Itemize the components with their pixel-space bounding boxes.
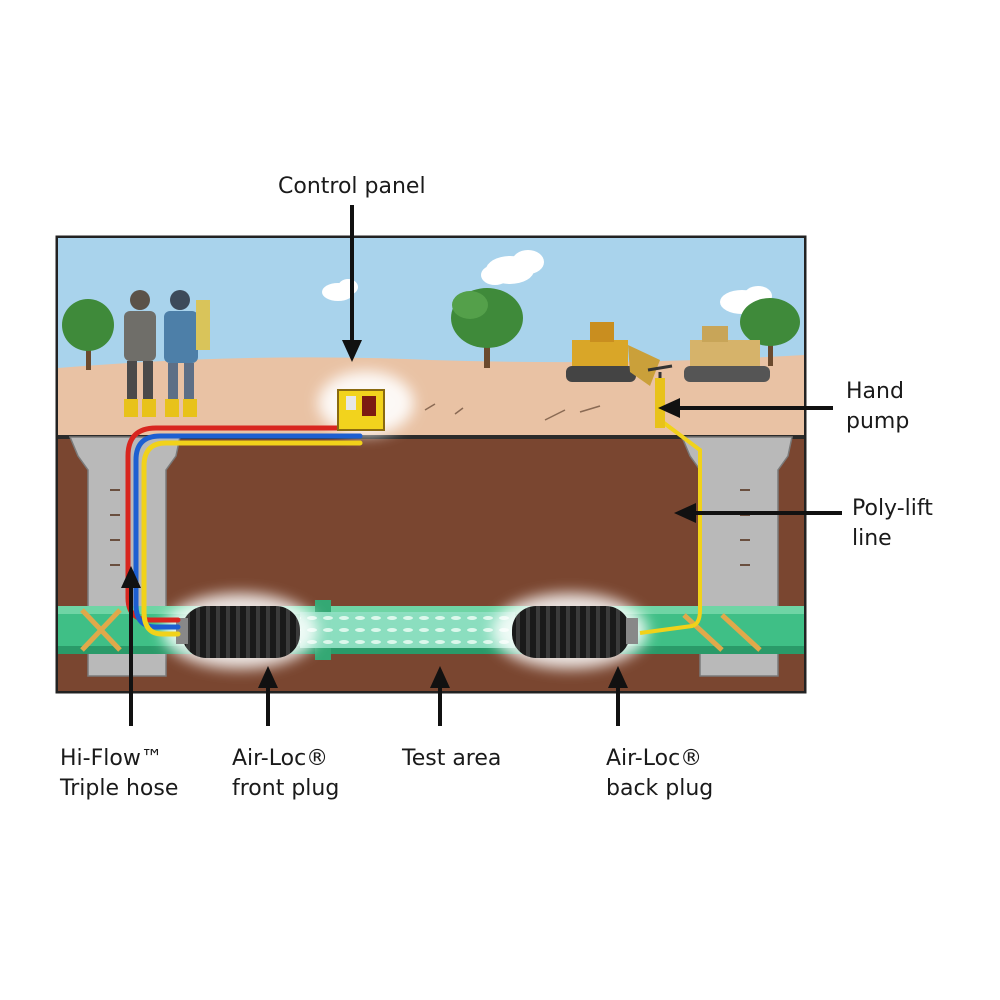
label-back-plug: Air-Loc® back plug [606,744,713,804]
arrow-icon [121,566,141,726]
debris [424,403,601,421]
rubber-plug-icon [176,606,300,658]
label-front-plug-line1: Air-Loc® [232,746,329,771]
tree-icon [740,298,800,366]
label-test-area: Test area [402,744,501,774]
label-poly-lift-line: Poly-lift line [852,494,933,554]
label-control-panel-text: Control panel [278,174,426,199]
arrow-icon [258,666,278,726]
label-hand-pump: Hand pump [846,377,909,437]
label-back-plug-line2: back plug [606,776,714,801]
arrow-icon [608,666,628,726]
label-hi-flow-line1: Hi-Flow™ [60,746,163,771]
label-hi-flow-line2: Triple hose [60,776,179,801]
label-front-plug: Air-Loc® front plug [232,744,339,804]
label-test-area-text: Test area [402,746,502,771]
control-panel-box [337,389,385,431]
label-hand-pump-line2: pump [846,409,910,434]
label-poly-lift-line1: Poly-lift [852,496,933,521]
tree-icon [451,288,523,368]
tree-icon [62,299,114,370]
hand-pump-icon [647,364,673,428]
label-poly-lift-line2: line [852,526,892,551]
worker-figure [164,290,210,417]
brace-left [80,608,122,652]
triple-hose [125,425,363,637]
manhole-rungs-left [110,489,120,566]
test-area-region [300,612,515,648]
arrow-icon [658,398,833,418]
arrow-icon [674,503,842,523]
rubber-plug-icon [512,606,638,658]
label-hand-pump-line1: Hand [846,379,904,404]
excavator-icon [684,326,770,382]
poly-lift-line [639,418,702,635]
label-back-plug-line1: Air-Loc® [606,746,703,771]
arrow-icon [342,205,362,362]
worker-figure [124,290,156,417]
label-front-plug-line2: front plug [232,776,340,801]
excavator-icon [566,322,660,386]
arrow-icon [430,666,450,726]
cloud-icon [481,250,544,285]
label-hi-flow-hose: Hi-Flow™ Triple hose [60,744,178,804]
brace-right [682,613,762,652]
label-control-panel: Control panel [278,172,426,202]
